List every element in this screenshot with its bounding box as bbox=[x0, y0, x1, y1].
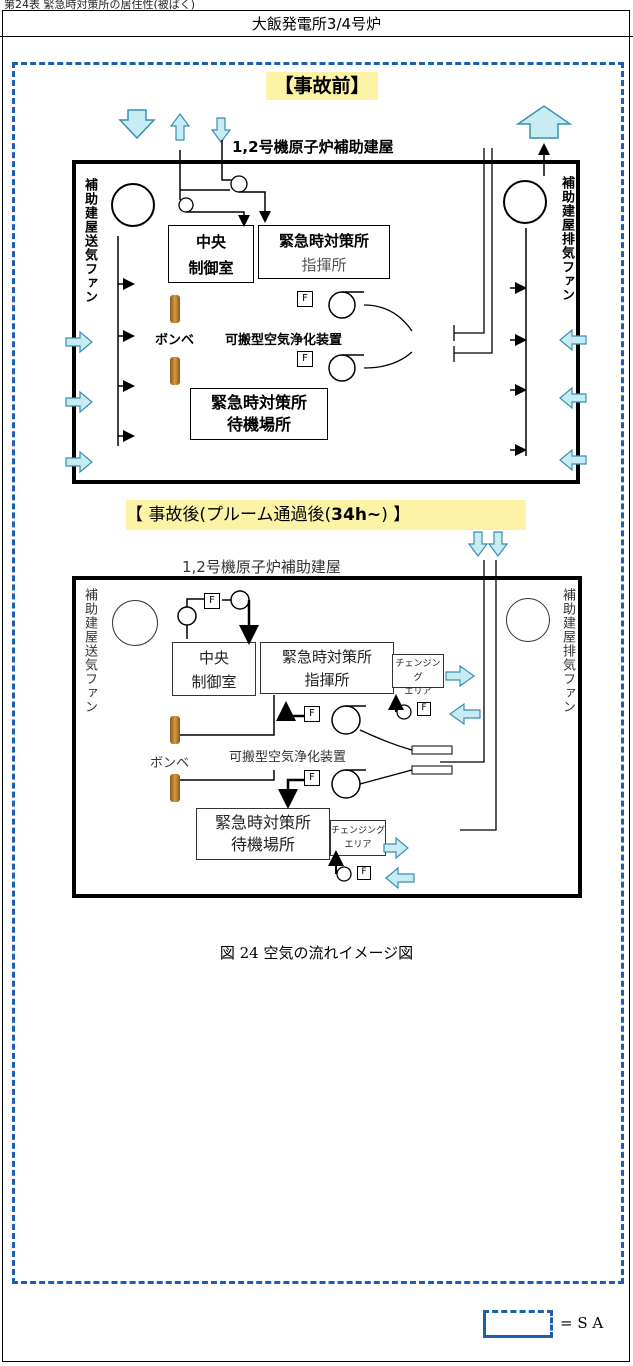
after-supply-fan-icon bbox=[112, 600, 158, 646]
waiting-area-line1: 緊急時対策所 bbox=[210, 393, 307, 412]
before-airflow-diagram bbox=[65, 105, 587, 474]
after-supply-fan-label: 補助建屋送気ファン bbox=[82, 588, 97, 714]
after-command-post-box: 緊急時対策所 指揮所 bbox=[260, 642, 394, 694]
after-command-post-line2: 指揮所 bbox=[304, 671, 350, 689]
after-filter-icon-4: F bbox=[304, 770, 320, 786]
before-central-control-box: 中央 制御室 bbox=[168, 225, 254, 283]
before-filter-icon-2: F bbox=[297, 351, 313, 367]
checking-area-1-line2: エリア bbox=[404, 687, 432, 697]
before-cylinder-icon-2 bbox=[170, 357, 180, 385]
checking-area-2-line2: エリア bbox=[344, 840, 372, 850]
before-waiting-area-box: 緊急時対策所 待機場所 bbox=[190, 388, 328, 440]
after-central-control-box: 中央 制御室 bbox=[172, 642, 256, 696]
after-filter-icon-2: F bbox=[417, 702, 431, 716]
after-purifier-label: 可搬型空気浄化装置 bbox=[229, 750, 347, 765]
after-central-control-line2: 制御室 bbox=[191, 673, 237, 691]
after-checking-area-2: チェンジング エリア bbox=[330, 820, 386, 856]
after-waiting-area-box: 緊急時対策所 待機場所 bbox=[196, 808, 330, 860]
figure-caption: 図 24 空気の流れイメージ図 bbox=[219, 944, 414, 962]
after-waiting-area-line2: 待機場所 bbox=[230, 835, 295, 854]
after-cylinder-label: ボンベ bbox=[150, 756, 190, 771]
after-heading-prefix: 【 事故後(プルーム通過後( bbox=[126, 505, 332, 525]
cut-top-text: 第24表 緊急時対策所の居住性(被ばく) bbox=[4, 0, 196, 10]
command-post-line1: 緊急時対策所 bbox=[278, 232, 369, 250]
before-supply-fan-label: 補助建屋送気ファン bbox=[82, 178, 97, 304]
before-filter-icon-1: F bbox=[297, 291, 313, 307]
before-exhaust-fan-label: 補助建屋排気ファン bbox=[559, 176, 574, 302]
after-heading: 【 事故後(プルーム通過後(34h~) 】 bbox=[126, 500, 526, 530]
after-cylinder-icon-2 bbox=[170, 774, 180, 802]
after-filter-icon-5: F bbox=[357, 866, 371, 880]
after-airflow-diagram bbox=[177, 531, 509, 890]
sa-legend-icon bbox=[483, 1310, 553, 1338]
central-control-line1: 中央 bbox=[195, 233, 226, 251]
checking-area-1-line1: チェンジング bbox=[395, 659, 441, 683]
after-heading-time: 34h~ bbox=[331, 505, 382, 525]
before-building-label: 1,2号機原子炉補助建屋 bbox=[232, 138, 394, 156]
sa-boundary-frame bbox=[12, 62, 624, 1284]
after-command-post-line1: 緊急時対策所 bbox=[281, 648, 372, 666]
page-title: 大飯発電所3/4号炉 bbox=[0, 11, 633, 37]
central-control-line2: 制御室 bbox=[188, 259, 234, 277]
command-post-line2: 指揮所 bbox=[301, 256, 347, 274]
after-filter-icon-3: F bbox=[304, 706, 320, 722]
after-cylinder-icon-1 bbox=[170, 716, 180, 744]
after-waiting-area-line1: 緊急時対策所 bbox=[214, 813, 311, 832]
after-heading-suffix: ) 】 bbox=[381, 505, 411, 525]
page-frame bbox=[2, 10, 630, 1362]
after-exhaust-fan-icon bbox=[506, 598, 550, 642]
before-purifier-label: 可搬型空気浄化装置 bbox=[225, 333, 343, 348]
sa-legend-label: = S A bbox=[560, 1314, 604, 1332]
checking-area-2-line1: チェンジング bbox=[331, 826, 386, 836]
before-supply-fan-icon bbox=[111, 183, 155, 227]
after-filter-icon-1: F bbox=[204, 593, 220, 609]
before-cylinder-icon-1 bbox=[170, 295, 180, 323]
before-exhaust-fan-icon bbox=[503, 180, 547, 224]
after-exhaust-fan-label: 補助建屋排気ファン bbox=[560, 588, 575, 714]
before-cylinder-label: ボンベ bbox=[155, 333, 195, 348]
after-checking-area-1: チェンジング エリア bbox=[392, 654, 444, 697]
after-building-label: 1,2号機原子炉補助建屋 bbox=[182, 558, 341, 576]
before-heading: 【事故前】 bbox=[266, 72, 378, 100]
before-command-post-box: 緊急時対策所 指揮所 bbox=[258, 225, 390, 279]
after-central-control-line1: 中央 bbox=[198, 649, 229, 667]
waiting-area-line2: 待機場所 bbox=[226, 415, 291, 434]
